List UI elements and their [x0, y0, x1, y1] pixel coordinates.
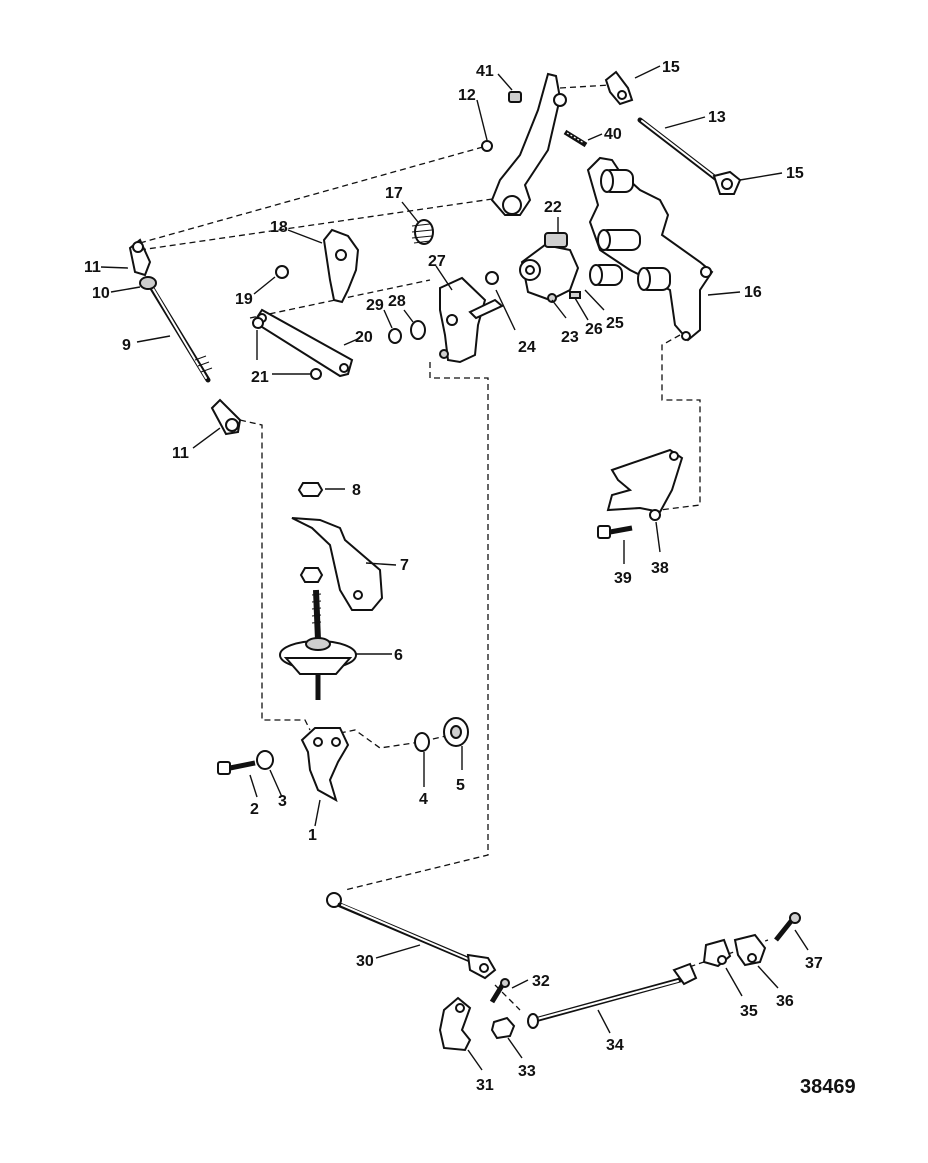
link-20: [252, 308, 354, 378]
spring-17: [411, 219, 434, 245]
cam-22: [519, 232, 580, 303]
callout-9: 9: [122, 337, 131, 354]
callout-30: 30: [356, 953, 374, 970]
rod-end-11-bottom: [210, 398, 242, 436]
bushing-34: [672, 962, 698, 986]
screw-40: [563, 129, 588, 148]
bracket-35: [702, 938, 732, 968]
throttle-lever: [481, 72, 567, 216]
callout-4: 4: [419, 791, 428, 808]
callout-labels: 41 12 15 13 40 15 16 17 18 22 19 27 29 2…: [84, 59, 856, 1098]
callout-31: 31: [476, 1077, 494, 1094]
screw-2: [217, 760, 256, 775]
callout-39: 39: [614, 570, 632, 587]
callout-19: 19: [235, 291, 253, 308]
callout-6: 6: [394, 647, 403, 664]
callout-24: 24: [518, 339, 536, 356]
callout-17: 17: [385, 185, 403, 202]
callout-23: 23: [561, 329, 579, 346]
clip-36: [733, 933, 767, 967]
rod-30: [326, 892, 497, 980]
plate-38: [606, 448, 684, 514]
washer-38: [649, 509, 661, 521]
callout-11-top: 11: [84, 259, 101, 276]
ring-29: [388, 328, 402, 344]
diaphragm-6: [279, 589, 357, 700]
bracket-7: [291, 517, 384, 611]
washer-28: [410, 320, 426, 340]
callout-41: 41: [476, 63, 494, 80]
figure-number: 38469: [800, 1076, 856, 1098]
shaft-34: [527, 977, 683, 1029]
callout-10: 10: [92, 285, 110, 302]
screw-37: [774, 912, 801, 942]
washer-21b: [310, 368, 322, 380]
callout-21: 21: [251, 369, 269, 386]
callout-3: 3: [278, 793, 287, 810]
ring-19: [275, 265, 289, 279]
plate-18: [322, 228, 360, 304]
nut-10: [139, 276, 157, 290]
callout-20: 20: [355, 329, 373, 346]
rod-13: [637, 117, 742, 195]
nut-6-top: [299, 567, 324, 583]
nut-41: [508, 91, 522, 103]
callout-7: 7: [400, 557, 409, 574]
rod-end-15-top: [604, 70, 634, 106]
callout-35: 35: [740, 1003, 758, 1020]
callout-5: 5: [456, 777, 465, 794]
callout-2: 2: [250, 801, 259, 818]
callout-25: 25: [606, 315, 624, 332]
nut-8: [297, 482, 324, 497]
plate-27: [439, 276, 504, 364]
callout-15-top: 15: [662, 59, 680, 76]
callout-37: 37: [805, 955, 823, 972]
pin-26: [569, 291, 581, 299]
lever-1: [300, 727, 350, 803]
nut-5: [443, 717, 469, 747]
callout-29: 29: [366, 297, 384, 314]
callout-11-bottom: 11: [172, 445, 189, 462]
callout-22: 22: [544, 199, 562, 216]
callout-28: 28: [388, 293, 406, 310]
lever-31: [438, 996, 472, 1052]
rod-end-11-top: [128, 238, 152, 277]
ring-24: [485, 271, 499, 285]
callout-34: 34: [606, 1037, 624, 1054]
alignment-dashed-lines: [139, 84, 769, 1011]
callout-38: 38: [651, 560, 669, 577]
leader-lines: [100, 65, 809, 1071]
nut-33: [490, 1016, 516, 1040]
callout-8: 8: [352, 482, 361, 499]
callout-13: 13: [708, 109, 726, 126]
callout-1: 1: [308, 827, 317, 844]
rod-9: [147, 282, 213, 383]
screw-32: [489, 978, 510, 1004]
callout-33: 33: [518, 1063, 536, 1080]
callout-27: 27: [428, 253, 446, 270]
callout-12: 12: [458, 87, 476, 104]
screw-39: [597, 525, 633, 539]
washer-21a: [252, 317, 264, 329]
callout-40: 40: [604, 126, 622, 143]
callout-26: 26: [585, 321, 603, 338]
callout-15-right: 15: [786, 165, 804, 182]
callout-32: 32: [532, 973, 550, 990]
washer-4: [414, 732, 430, 752]
callout-16: 16: [744, 284, 762, 301]
bushings: [589, 169, 671, 291]
callout-18: 18: [270, 219, 288, 236]
washer-3: [256, 750, 274, 770]
callout-36: 36: [776, 993, 794, 1010]
